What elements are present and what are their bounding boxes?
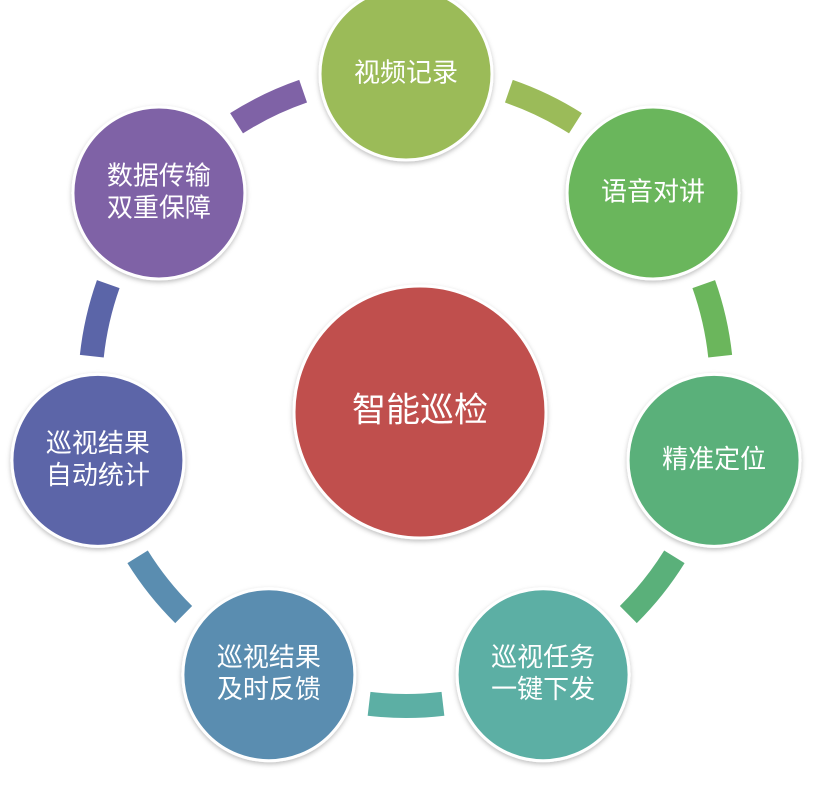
node-label: 巡视结果 [46,429,150,459]
connector-arc [230,79,308,134]
node-circle [626,372,802,548]
node-label: 视频记录 [354,59,458,89]
connector-arcs [79,79,733,718]
outer-node: 语音对讲 [565,105,741,281]
node-circle [71,105,247,281]
node-label: 及时反馈 [217,675,321,705]
node-label: 巡视任务 [491,643,595,673]
node-label: 精准定位 [662,445,766,475]
node-circle [318,0,494,162]
node-label: 语音对讲 [601,177,705,207]
center-circle [292,284,548,540]
connector-arc [692,280,733,358]
connector-arc [619,550,685,624]
node-label: 一键下发 [491,675,595,705]
node-label: 数据传输 [107,161,211,191]
node-circle [455,587,631,763]
center-label: 智能巡检 [352,391,488,431]
connector-arc [127,550,193,624]
connector-arc [79,280,120,358]
center-node: 智能巡检 [292,284,548,540]
node-circle [10,372,186,548]
connector-arc [367,691,445,718]
node-label: 双重保障 [107,193,211,223]
node-label: 自动统计 [46,461,150,491]
connector-arc [504,79,582,134]
node-circle [565,105,741,281]
node-label: 巡视结果 [217,643,321,673]
node-circle [181,587,357,763]
outer-node: 视频记录 [318,0,494,162]
outer-node: 精准定位 [626,372,802,548]
outer-nodes: 视频记录语音对讲精准定位巡视任务一键下发巡视结果及时反馈巡视结果自动统计数据传输… [10,0,802,763]
